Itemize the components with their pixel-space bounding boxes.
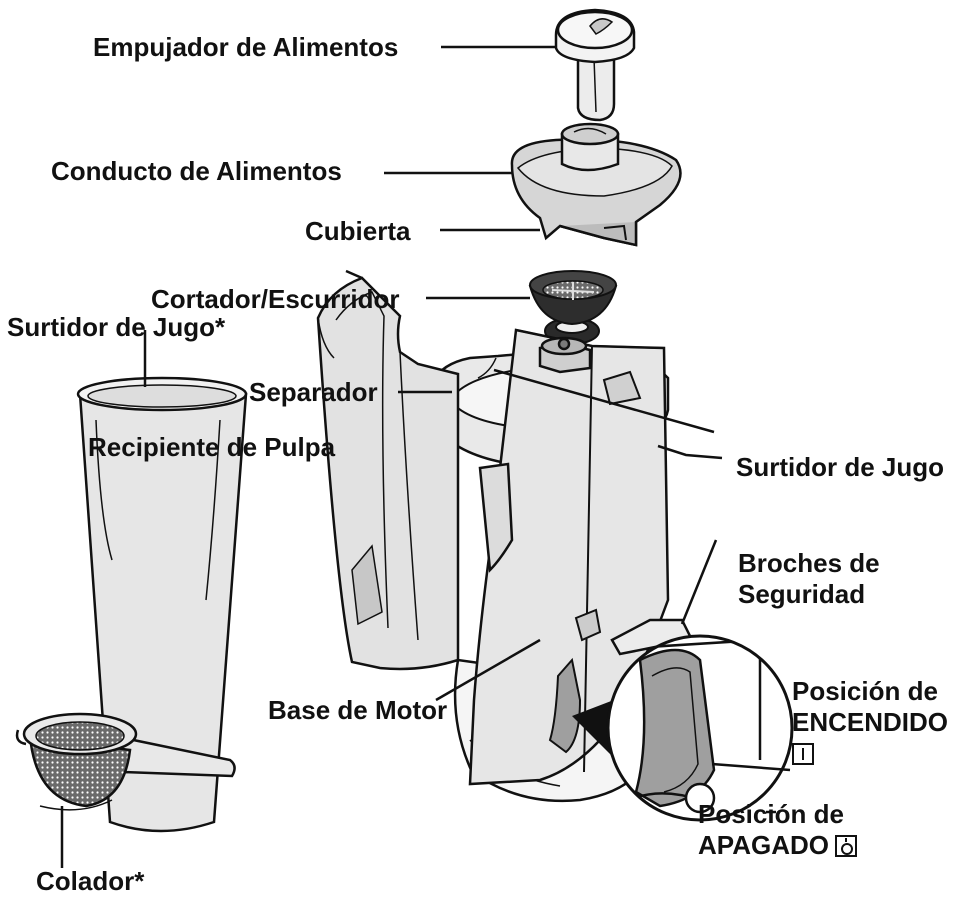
pulp-container-part [316, 276, 460, 671]
label-food-chute: Conducto de Alimentos [51, 156, 342, 186]
label-strainer: Colador* [36, 866, 145, 896]
label-off-line1: Posición de [698, 799, 844, 829]
label-cutter-strainer: Cortador/Escurridor [151, 284, 400, 314]
label-on-position: Posición de ENCENDIDO [792, 676, 948, 769]
label-off-line2: APAGADO [698, 830, 829, 860]
cover-part [510, 122, 682, 247]
label-food-pusher: Empujador de Alimentos [93, 32, 399, 62]
label-on-line2: ENCENDIDO [792, 707, 949, 737]
label-safety-clips-line2: Seguridad [738, 579, 866, 609]
power-off-icon [834, 835, 857, 857]
label-off-position: Posición de APAGADO [698, 799, 857, 861]
label-motor-base: Base de Motor [268, 695, 448, 725]
label-cover: Cubierta [305, 216, 411, 246]
switch-zoom-callout [572, 634, 794, 822]
motor-base-part [453, 328, 692, 803]
leader-lines [60, 45, 791, 868]
label-safety-clips-line1: Broches de [738, 548, 880, 578]
label-safety-clips: Broches de Seguridad [738, 548, 880, 610]
strainer-part [15, 712, 236, 811]
label-juice-spout: Surtidor de Jugo [736, 452, 944, 482]
label-pulp-container: Recipiente de Pulpa [88, 432, 336, 462]
label-separator: Separador [249, 377, 378, 407]
food-pusher-part [554, 8, 636, 122]
power-on-icon [792, 743, 814, 765]
cutter-strainer-part [528, 270, 618, 345]
label-on-line1: Posición de [792, 676, 938, 706]
label-juice-jug: Surtidor de Jugo* [7, 312, 226, 342]
